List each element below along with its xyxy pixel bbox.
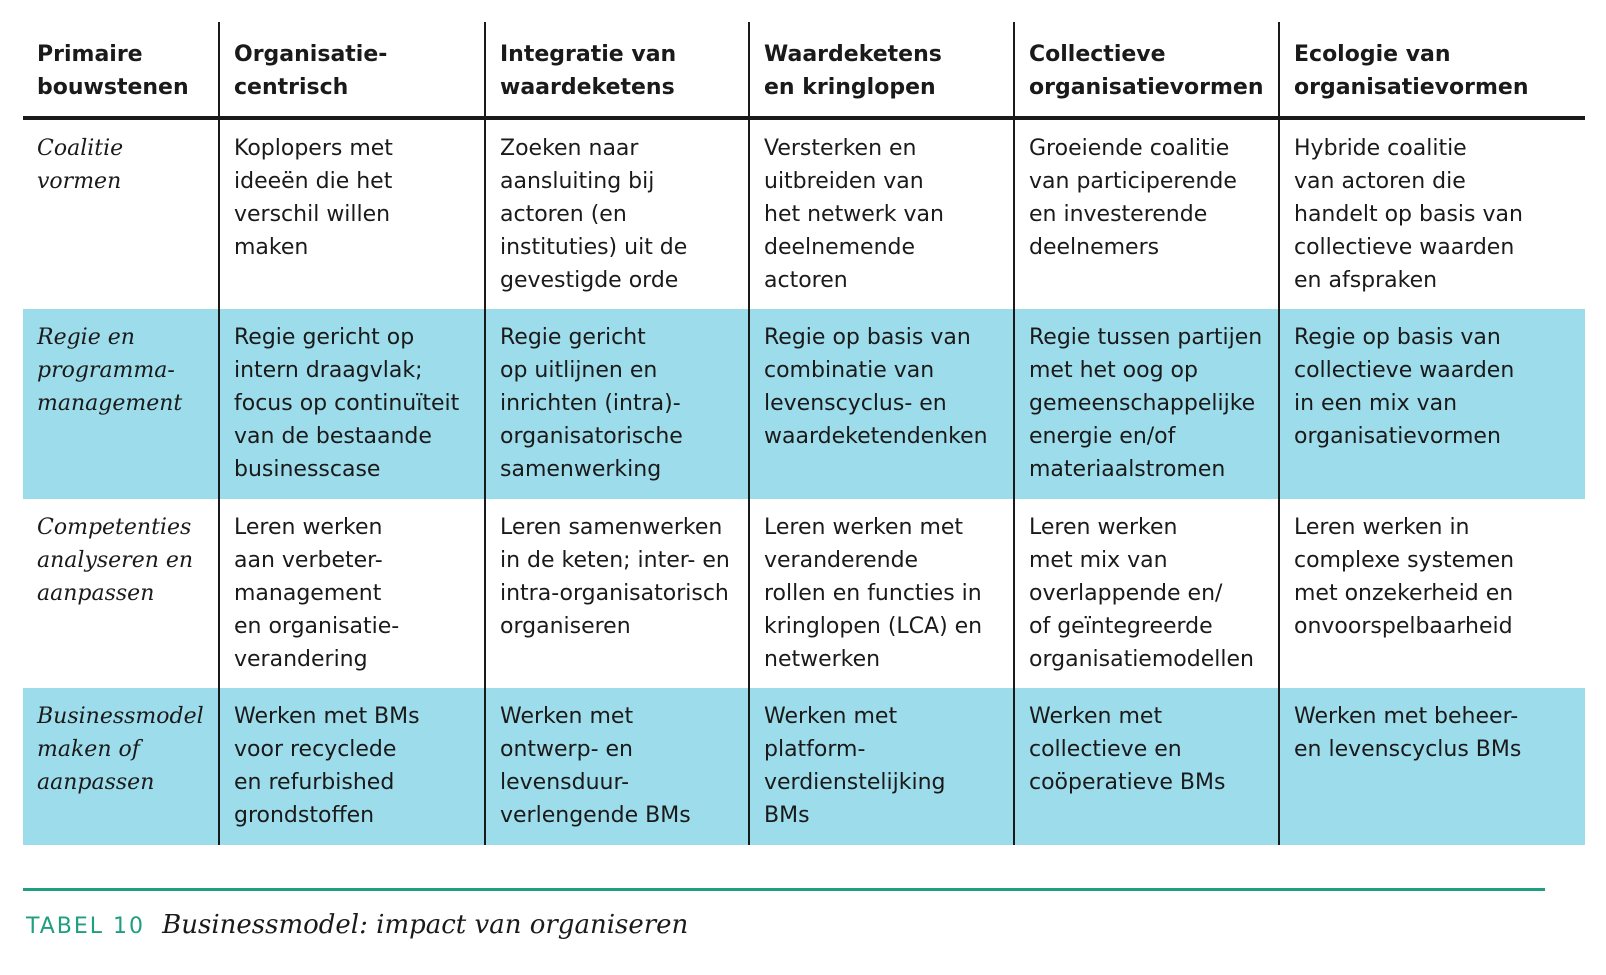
- header-organisatiecentrisch: Organisatie-centrisch: [218, 22, 485, 120]
- table-cell: Werken met beheer-en levenscyclus BMs: [1278, 688, 1585, 845]
- table-caption: TABEL 10 Businessmodel: impact van organ…: [26, 910, 688, 940]
- caption-title: Businessmodel: impact van organiseren: [162, 910, 689, 940]
- caption-label: TABEL 10: [26, 914, 146, 939]
- caption-divider: [23, 888, 1545, 891]
